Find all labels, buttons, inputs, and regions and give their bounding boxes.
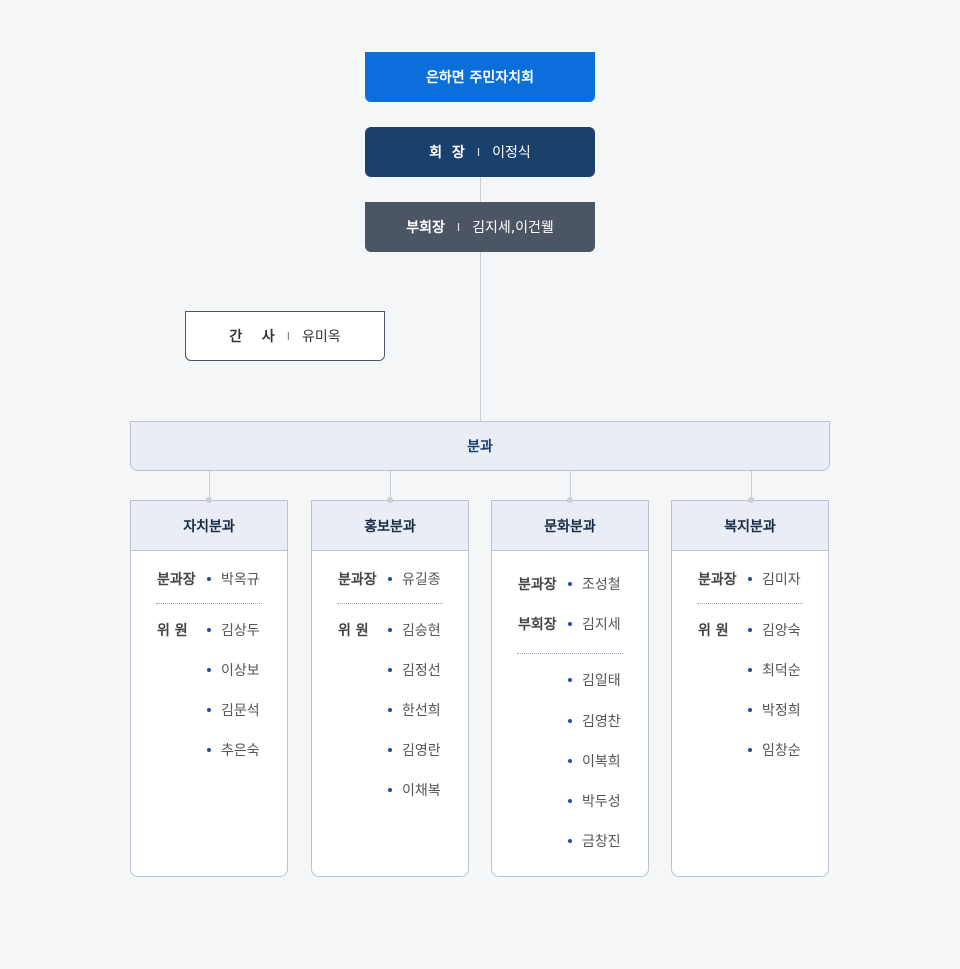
division-column-autonomy: 자치분과 분과장 박옥규 위 원 김상두 이상보 김문석 추은숙 (130, 500, 288, 877)
divider (156, 603, 262, 604)
bullet-icon (388, 788, 392, 792)
member-name: 박정희 (762, 703, 801, 719)
bullet-icon (568, 719, 572, 723)
secretary-name: 유미옥 (301, 329, 341, 345)
bullet-icon (748, 668, 752, 672)
bullet-icon (568, 582, 572, 586)
secretary-box: 간 사 I 유미옥 (185, 311, 385, 361)
bullet-icon (568, 678, 572, 682)
bullet-icon (748, 708, 752, 712)
member-name: 추은숙 (221, 743, 260, 759)
divider (337, 603, 443, 604)
member-label: 위 원 (338, 623, 369, 639)
bullet-icon (207, 577, 211, 581)
vice-head-label: 부회장 (518, 617, 557, 633)
chair-box: 회 장 I 이정식 (365, 127, 595, 177)
connector-dot (387, 497, 393, 503)
head-label: 분과장 (157, 572, 196, 588)
bullet-icon (568, 759, 572, 763)
chair-name: 이정식 (492, 145, 531, 161)
head-name: 조성철 (582, 577, 621, 593)
division-column-pr: 홍보분과 분과장 유길종 위 원 김승현 김정선 한선희 김영란 이채복 (311, 500, 469, 877)
member-name: 박두성 (582, 794, 621, 810)
connector-col-2 (390, 471, 391, 500)
connector-col-4 (751, 471, 752, 500)
bullet-icon (568, 839, 572, 843)
member-name: 김일태 (582, 673, 621, 689)
chair-separator: I (476, 145, 481, 159)
head-label: 분과장 (338, 572, 377, 588)
bullet-icon (748, 628, 752, 632)
bullet-icon (388, 668, 392, 672)
bullet-icon (568, 799, 572, 803)
column-title: 자치분과 (131, 501, 287, 551)
member-name: 임창순 (762, 743, 801, 759)
member-name: 한선희 (402, 703, 441, 719)
bullet-icon (748, 748, 752, 752)
connector-col-3 (570, 471, 571, 500)
member-name: 김상두 (221, 623, 260, 639)
chair-role: 회 장 (429, 145, 465, 161)
divider (697, 603, 803, 604)
connector-dot (206, 497, 212, 503)
division-label: 분과 (467, 439, 493, 455)
member-name: 김앙숙 (762, 623, 801, 639)
division-column-culture: 문화분과 분과장 조성철 부회장 김지세 김일태 김영찬 이복희 박두성 금창진 (491, 500, 649, 877)
head-label: 분과장 (518, 577, 557, 593)
head-name: 김미자 (762, 572, 801, 588)
bullet-icon (388, 577, 392, 581)
member-label: 위 원 (698, 623, 729, 639)
secretary-separator: I (286, 329, 290, 343)
member-name: 이상보 (221, 663, 260, 679)
divider (517, 653, 623, 654)
bullet-icon (748, 577, 752, 581)
bullet-icon (207, 668, 211, 672)
column-title: 복지분과 (672, 501, 828, 551)
connector-chair-to-vice (480, 177, 481, 202)
bullet-icon (207, 708, 211, 712)
connector-dot (748, 497, 754, 503)
org-title: 은하면 주민자치회 (426, 70, 534, 86)
member-name: 금창진 (582, 834, 621, 850)
vice-head-name: 김지세 (582, 617, 621, 633)
member-name: 김문석 (221, 703, 260, 719)
division-bar: 분과 (130, 421, 830, 471)
member-name: 최덕순 (762, 663, 801, 679)
org-title-box: 은하면 주민자치회 (365, 52, 595, 102)
bullet-icon (568, 622, 572, 626)
head-name: 유길종 (402, 572, 441, 588)
member-name: 김영찬 (582, 714, 621, 730)
member-name: 이채복 (402, 783, 441, 799)
division-column-welfare: 복지분과 분과장 김미자 위 원 김앙숙 최덕순 박정희 임창순 (671, 500, 829, 877)
member-name: 김정선 (402, 663, 441, 679)
bullet-icon (207, 628, 211, 632)
connector-col-1 (209, 471, 210, 500)
member-label: 위 원 (157, 623, 188, 639)
member-name: 김승현 (402, 623, 441, 639)
vice-chair-box: 부회장 I 김지세,이건웰 (365, 202, 595, 252)
head-label: 분과장 (698, 572, 737, 588)
bullet-icon (388, 628, 392, 632)
vice-role: 부회장 (406, 220, 445, 236)
connector-dot (567, 497, 573, 503)
head-name: 박옥규 (221, 572, 260, 588)
secretary-role: 간 사 (229, 329, 275, 345)
vice-name: 김지세,이건웰 (472, 220, 554, 236)
bullet-icon (388, 748, 392, 752)
bullet-icon (207, 748, 211, 752)
column-title: 문화분과 (492, 501, 648, 551)
member-name: 김영란 (402, 743, 441, 759)
vice-separator: I (456, 220, 461, 234)
bullet-icon (388, 708, 392, 712)
member-name: 이복희 (582, 754, 621, 770)
column-title: 홍보분과 (312, 501, 468, 551)
connector-vice-to-division (480, 252, 481, 421)
